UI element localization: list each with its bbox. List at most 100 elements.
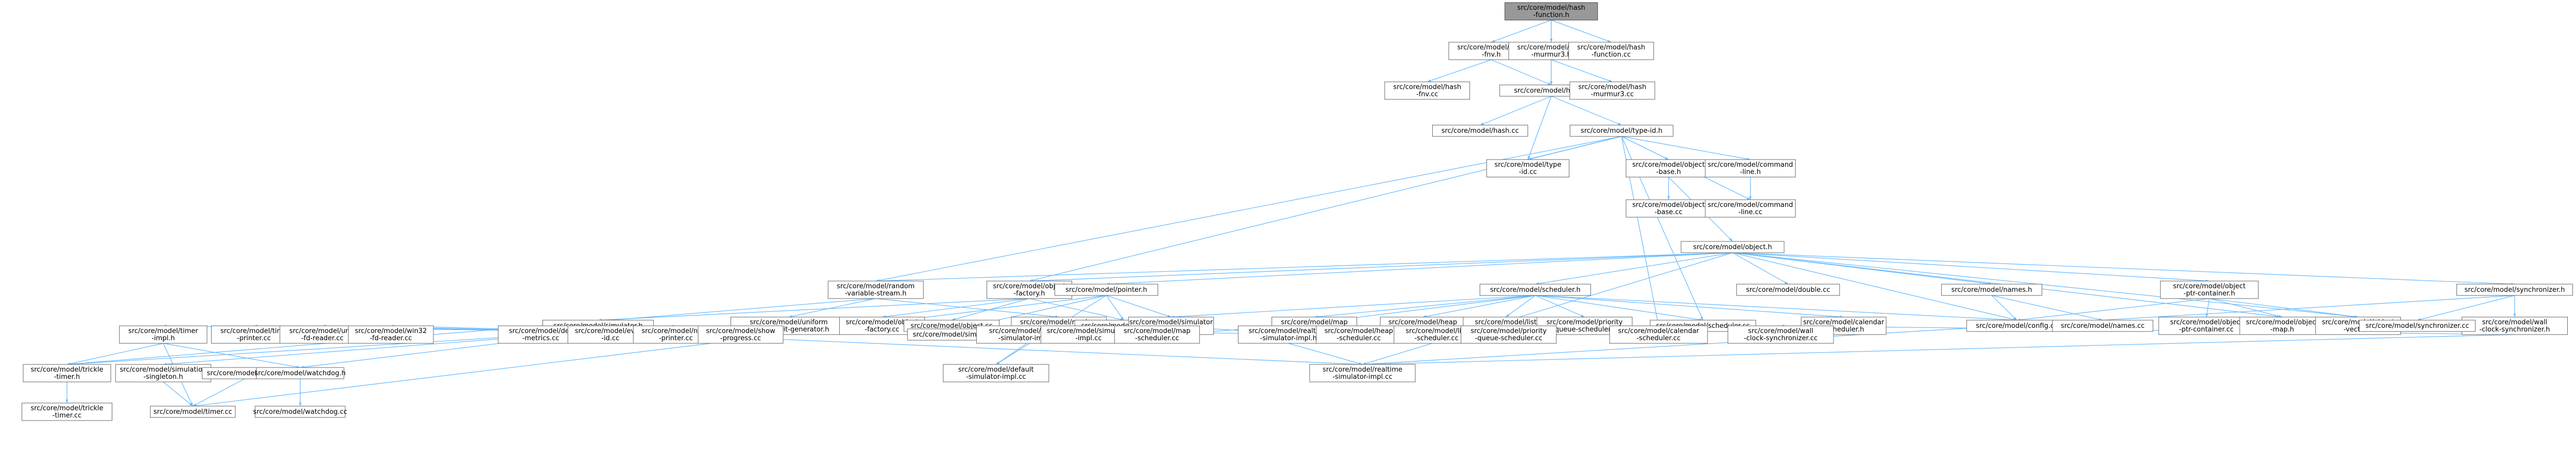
node-label-line: src/core/model/hash xyxy=(1578,83,1646,91)
graph-node-objbase-h[interactable]: src/core/model/object-base.h xyxy=(1625,159,1711,178)
graph-node-rvs-h[interactable]: src/core/model/random-variable-stream.h xyxy=(827,281,924,299)
graph-node-sync-h[interactable]: src/core/model/synchronizer.h xyxy=(2456,284,2573,296)
node-box xyxy=(1568,42,1654,60)
dependency-edge xyxy=(1106,295,1124,321)
graph-node-sync-cc[interactable]: src/core/model/synchronizer.cc xyxy=(2359,320,2476,332)
dependency-edge xyxy=(1427,59,1492,82)
graph-node-trickle-h[interactable]: src/core/model/trickle-timer.h xyxy=(23,364,111,382)
graph-node-showprog-cc[interactable]: src/core/model/show-progress.cc xyxy=(698,325,784,344)
dependency-edge xyxy=(1551,96,1622,126)
graph-node-cmdline-h[interactable]: src/core/model/command-line.h xyxy=(1705,159,1796,178)
node-label-line: -base.h xyxy=(1656,168,1681,176)
graph-node-object-h[interactable]: src/core/model/object.h xyxy=(1681,241,1785,253)
graph-node-mapsch-cc[interactable]: src/core/model/map-scheduler.cc xyxy=(1114,325,1200,344)
dependency-edge xyxy=(163,381,193,407)
graph-node-hashfnv-cc[interactable]: src/core/model/hash-fnv.cc xyxy=(1384,81,1470,100)
node-label-line: -simulator-impl.cc xyxy=(966,373,1026,381)
node-box xyxy=(1569,125,1673,137)
arrowhead-icon xyxy=(1618,123,1622,125)
graph-node-trickle-cc[interactable]: src/core/model/trickle-timer.cc xyxy=(22,403,112,421)
dependency-edge xyxy=(875,252,1733,283)
graph-node-win32fd-cc[interactable]: src/core/model/win32-fd-reader.cc xyxy=(348,325,434,344)
node-label-line: src/core/model/show xyxy=(706,327,775,335)
edge-line xyxy=(1171,295,1536,318)
node-box xyxy=(1504,2,1598,21)
node-box xyxy=(115,364,211,382)
arrowhead-icon xyxy=(1121,317,1124,320)
node-label-line: src/core/model/synchronizer.cc xyxy=(2365,322,2469,330)
edge-line xyxy=(1491,20,1552,43)
node-label-line: src/core/model/time xyxy=(221,327,287,335)
graph-node-pointer-h[interactable]: src/core/model/pointer.h xyxy=(1054,284,1158,296)
node-label-line: src/core/model/object xyxy=(993,283,1066,290)
node-label-line: -line.cc xyxy=(1738,208,1762,216)
node-box xyxy=(1705,199,1796,218)
node-label-line: src/core/model/priority xyxy=(1547,319,1623,326)
graph-node-calsch-cc[interactable]: src/core/model/calendar-scheduler.cc xyxy=(1609,325,1708,344)
edge-line xyxy=(788,298,876,318)
node-box xyxy=(23,364,111,382)
graph-node-watchdog-cc[interactable]: src/core/model/watchdog.cc xyxy=(253,406,347,418)
graph-node-double-cc[interactable]: src/core/model/double.cc xyxy=(1736,284,1840,296)
graph-node-simsingle-h[interactable]: src/core/model/simulation-singleton.h xyxy=(115,364,211,382)
node-label-line: src/core/model/map xyxy=(1124,327,1191,335)
graph-node-typeid-h[interactable]: src/core/model/type-id.h xyxy=(1569,125,1673,137)
dependency-edge xyxy=(1621,136,1751,161)
node-label-line: -clock-synchronizer.cc xyxy=(1744,335,1818,342)
node-label-line: -impl.cc xyxy=(1075,335,1101,342)
node-label-line: -timer.cc xyxy=(53,412,82,419)
graph-node-typeid-cc[interactable]: src/core/model/type-id.cc xyxy=(1486,159,1570,178)
graph-node-omap-h[interactable]: src/core/model/object-map.h xyxy=(2239,317,2325,335)
node-label-line: -factory.h xyxy=(1013,290,1045,298)
graph-node-wallsync-h[interactable]: src/core/model/wall-clock-synchronizer.h xyxy=(2462,317,2568,335)
node-label-line: src/core/model/uniform xyxy=(750,319,827,326)
graph-node-names-cc[interactable]: src/core/model/names.cc xyxy=(2052,320,2154,332)
arrowhead-icon xyxy=(952,318,956,321)
node-label-line: src/core/model/synchronizer.h xyxy=(2464,286,2565,294)
graph-node-watchdog-h[interactable]: src/core/model/watchdog.h xyxy=(255,367,346,379)
graph-node-timerimpl-h[interactable]: src/core/model/timer-impl.h xyxy=(119,325,208,344)
arrowhead-icon xyxy=(1700,317,1703,320)
graph-node-prioq-cc[interactable]: src/core/model/priority-queue-scheduler.… xyxy=(1461,325,1557,344)
arrowhead-icon xyxy=(1607,40,1612,42)
node-label-line: -scheduler.cc xyxy=(1414,335,1459,342)
graph-node-murmur3-cc[interactable]: src/core/model/hash-murmur3.cc xyxy=(1569,81,1655,100)
dependency-edge xyxy=(1667,177,1670,200)
graph-node-heapsch-cc[interactable]: src/core/model/heap-scheduler.cc xyxy=(1316,325,1402,344)
graph-node-defsimimpl-cc[interactable]: src/core/model/default-simulator-impl.cc xyxy=(943,364,1049,382)
node-label-line: src/core/model/event xyxy=(575,327,646,335)
graph-node-hashfunc-h[interactable]: src/core/model/hash-function.h xyxy=(1504,2,1598,21)
graph-node-cmdline-cc[interactable]: src/core/model/command-line.cc xyxy=(1705,199,1796,218)
graph-node-hash-cc[interactable]: src/core/model/hash.cc xyxy=(1432,125,1528,137)
node-label-line: -fnv.h xyxy=(1482,51,1501,59)
dependency-edge xyxy=(1288,343,1363,365)
node-box xyxy=(119,325,208,344)
graph-node-timer-cc[interactable]: src/core/model/timer.cc xyxy=(150,406,236,418)
graph-node-objbase-cc[interactable]: src/core/model/object-base.cc xyxy=(1625,199,1711,218)
dependency-edge xyxy=(299,379,302,406)
graph-node-wallsync-cc[interactable]: src/core/model/wall-clock-synchronizer.c… xyxy=(1727,325,1834,344)
node-label-line: -fd-reader.cc xyxy=(370,335,412,342)
graph-node-names-h[interactable]: src/core/model/names.h xyxy=(1941,284,2042,296)
graph-node-scheduler-h[interactable]: src/core/model/scheduler.h xyxy=(1480,284,1591,296)
graph-node-optr-cc[interactable]: src/core/model/object-ptr-container.cc xyxy=(2158,317,2255,335)
graph-node-config-cc[interactable]: src/core/model/config.cc xyxy=(1966,320,2067,332)
node-box xyxy=(1432,125,1528,137)
graph-node-hashfunc-cc[interactable]: src/core/model/hash-function.cc xyxy=(1568,42,1654,60)
node-label-line: src/core/model/timer xyxy=(128,327,198,335)
edge-line xyxy=(875,252,1733,282)
dependency-edge xyxy=(1491,20,1552,43)
node-label-line: src/core/model/scheduler.h xyxy=(1490,286,1581,294)
node-label-line: -murmur3.h xyxy=(1531,51,1571,59)
dependency-edge xyxy=(2417,295,2515,321)
edge-layer xyxy=(65,20,2516,407)
edge-line xyxy=(875,136,1622,282)
graph-node-rtsimimpl-cc[interactable]: src/core/model/realtime-simulator-impl.c… xyxy=(1309,364,1416,382)
edge-line xyxy=(1732,252,1789,285)
dependency-edge xyxy=(1535,295,1585,318)
arrowhead-icon xyxy=(1505,314,1510,317)
edge-line xyxy=(875,298,1059,318)
graph-node-optr-h[interactable]: src/core/model/object-ptr-container.h xyxy=(2160,281,2259,299)
node-box xyxy=(1736,284,1840,296)
